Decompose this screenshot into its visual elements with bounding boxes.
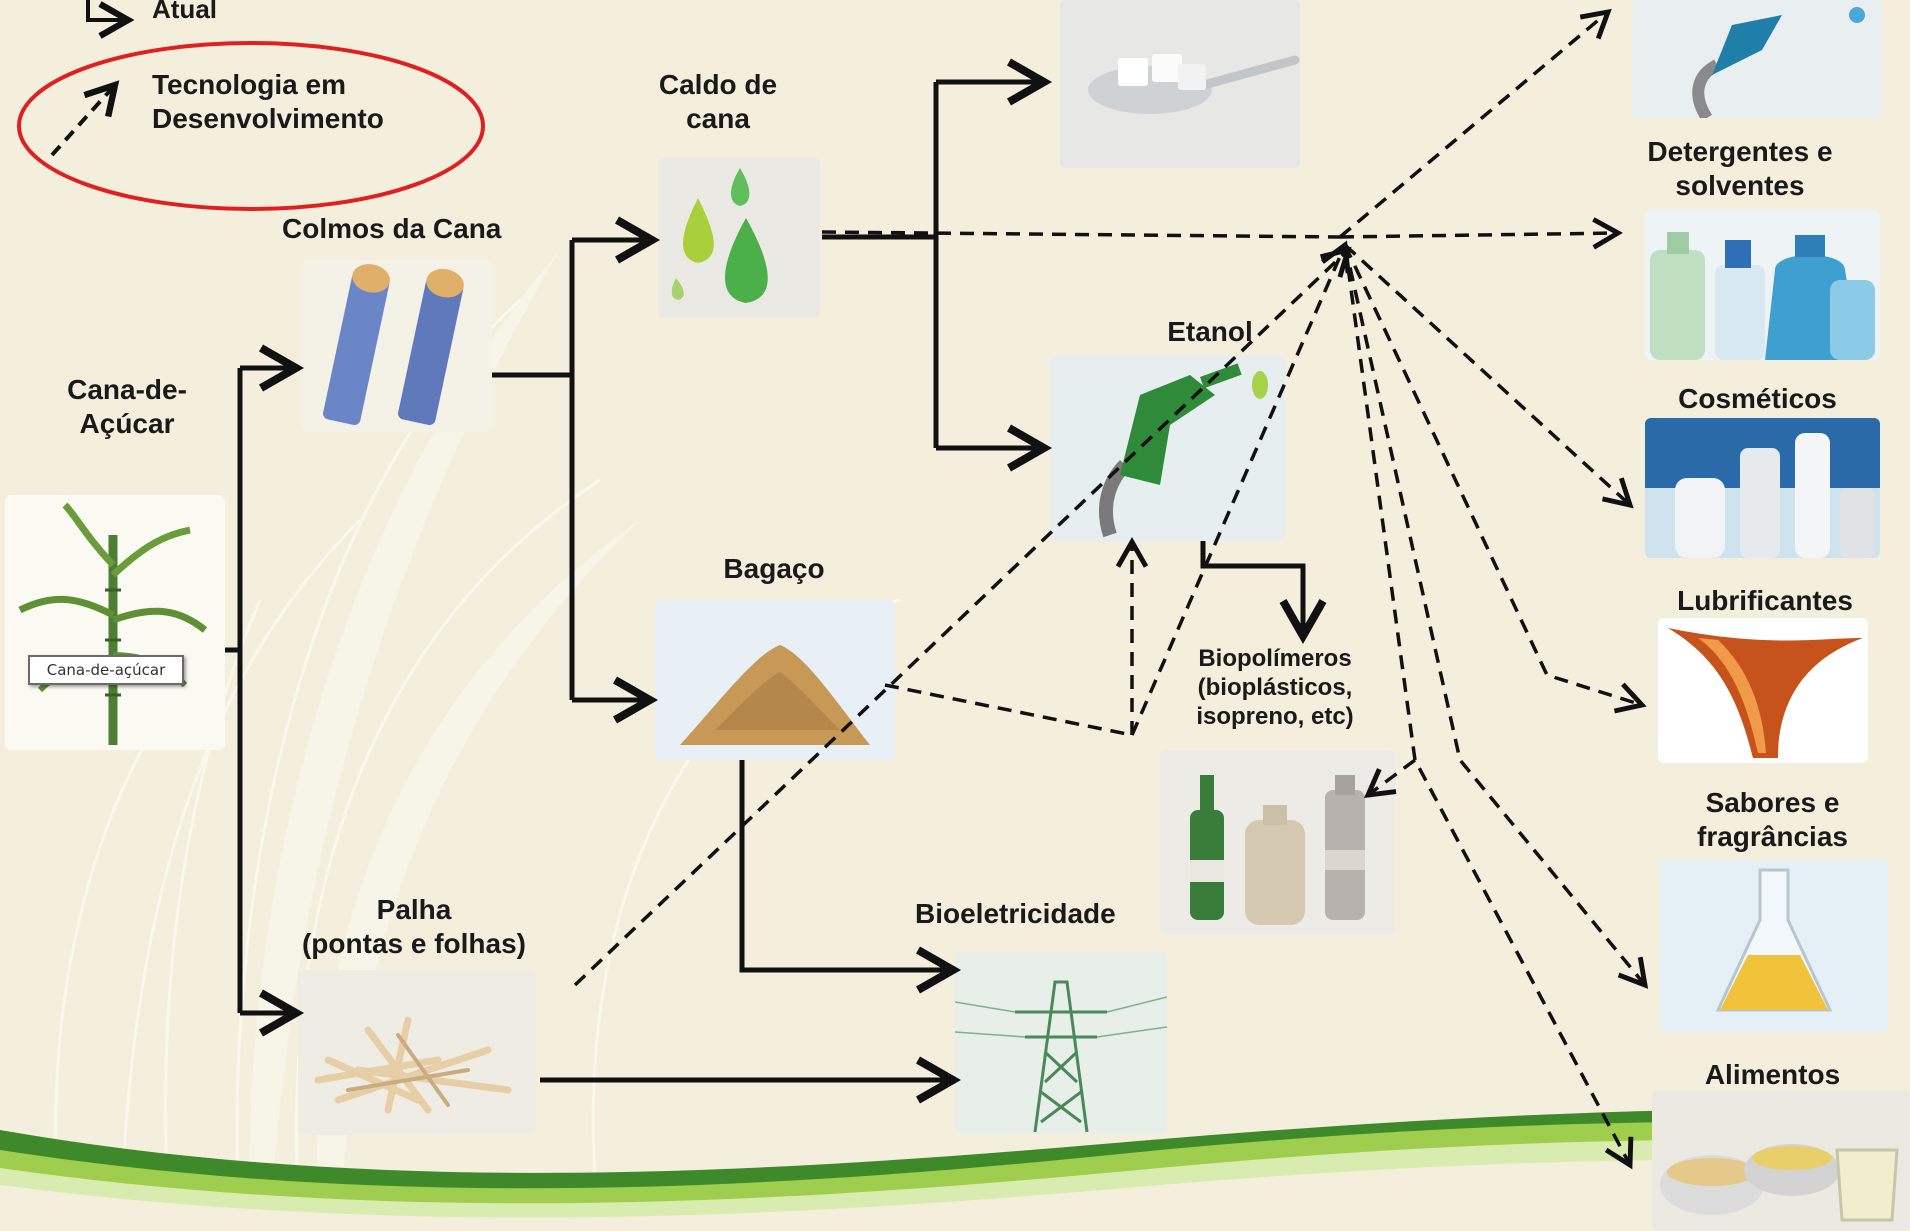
dash-hub-to-fuel	[1338, 8, 1612, 239]
dash-bagasse-to-junction	[884, 683, 1133, 737]
dash-hub-to-foods	[1343, 244, 1634, 1170]
fuel-pump-image	[1632, 0, 1882, 118]
biopolymers-label-line-3: isopreno, etc)	[1196, 702, 1354, 730]
juice-drops-icon	[671, 168, 768, 303]
bottles-icon	[1190, 775, 1365, 925]
straw-image	[298, 970, 536, 1135]
ethanol-label: Etanol	[1167, 316, 1253, 347]
legend-developing-label: Tecnologia em Desenvolvimento	[152, 68, 384, 135]
biopolymers-label-line-2: (bioplásticos,	[1197, 673, 1353, 701]
food-bowls-icon	[1660, 1144, 1899, 1222]
stalks-branch	[492, 240, 575, 700]
bagasse-image	[655, 600, 895, 760]
flavors-label-line-1: Sabores e	[1705, 787, 1840, 818]
cane-stalks-image	[302, 260, 492, 432]
cosmetics-image	[1645, 418, 1880, 558]
dash-hub-to-detergents	[1339, 217, 1623, 250]
legend-current-label: Atual	[152, 0, 217, 24]
arrow-ethanol-to-biopolymers	[1200, 541, 1327, 645]
detergents-label-line-2: solventes	[1675, 169, 1805, 201]
flask-icon	[1715, 868, 1833, 1012]
juice-drops-image	[658, 158, 820, 318]
juice-label-line-1: Caldo de	[658, 69, 778, 100]
dash-hub-to-lubricants	[1343, 244, 1647, 714]
sugarcane-image	[5, 495, 225, 750]
flavors-label-line-2: fragrâncias	[1697, 820, 1848, 852]
dash-hub-to-cosmetics	[1343, 243, 1634, 509]
straw-label-line-1: Palha	[376, 894, 452, 925]
straw-label: Palha (pontas e folhas)	[284, 893, 544, 960]
detergent-bottles-icon	[1650, 232, 1875, 360]
straw-label-line-2: (pontas e folhas)	[301, 927, 526, 959]
lubricants-image	[1658, 618, 1868, 763]
foods-image	[1652, 1090, 1910, 1231]
straw-pile-icon	[314, 1016, 512, 1114]
source-label-line-1: Cana-de-	[67, 374, 187, 405]
dash-to-biopolymers	[1364, 758, 1417, 798]
sugar-spoon-icon	[1088, 54, 1300, 114]
bioelectricity-label: Bioeletricidade	[915, 898, 1116, 929]
detergents-label-line-1: Detergentes e	[1647, 136, 1833, 167]
legend-developing-line-2: Desenvolvimento	[152, 102, 384, 134]
sugar-spoon-image	[1060, 0, 1300, 168]
dash-juice-to-hub	[821, 230, 1341, 239]
detergents-label: Detergentes e solventes	[1620, 135, 1860, 202]
source-trunk	[225, 368, 243, 1013]
biopolymers-label: Biopolímeros (bioplásticos, isopreno, et…	[1180, 645, 1370, 731]
ethanol-pump-image	[1050, 355, 1285, 541]
arrow-bagasse-to-bioelectricity	[739, 760, 962, 994]
sugarcane-tag: Cana-de-açúcar	[28, 655, 184, 685]
legend-solid-arrow	[86, 0, 135, 39]
cosmetics-label: Cosméticos	[1678, 383, 1837, 414]
bagasse-label: Bagaço	[723, 553, 825, 584]
biopolymers-label-line-1: Biopolímeros	[1198, 645, 1352, 672]
lubricants-label: Lubrificantes	[1677, 585, 1853, 616]
source-label-line-2: Açúcar	[79, 407, 175, 439]
flavors-label: Sabores e fragrâncias	[1660, 786, 1885, 853]
oil-pour-icon	[1668, 628, 1863, 758]
dash-hub-to-flavors	[1343, 244, 1649, 989]
legend-dashed-arrow	[50, 80, 120, 157]
power-tower-image	[955, 952, 1167, 1134]
source-label: Cana-de- Açúcar	[52, 373, 202, 440]
cosmetic-bottles-icon	[1645, 418, 1880, 558]
juice-branch	[822, 82, 939, 448]
fuel-pump-icon	[1692, 7, 1865, 118]
juice-label: Caldo de cana	[628, 68, 808, 135]
detergents-image	[1645, 210, 1880, 360]
cane-stalks-icon	[323, 264, 464, 425]
dash-straw-to-hub	[573, 246, 1352, 987]
stalks-label: Colmos da Cana	[282, 213, 502, 244]
power-tower-icon	[955, 980, 1167, 1133]
legend-highlight-circle	[17, 41, 485, 211]
dash-junction-to-hub	[1130, 240, 1351, 736]
foods-label: Alimentos	[1704, 1059, 1841, 1090]
juice-label-line-2: cana	[686, 102, 750, 134]
legend-developing-line-1: Tecnologia em	[152, 69, 346, 100]
bagasse-pile-icon	[680, 645, 870, 745]
biopolymer-bottles-image	[1160, 750, 1395, 935]
flavors-image	[1660, 860, 1888, 1032]
